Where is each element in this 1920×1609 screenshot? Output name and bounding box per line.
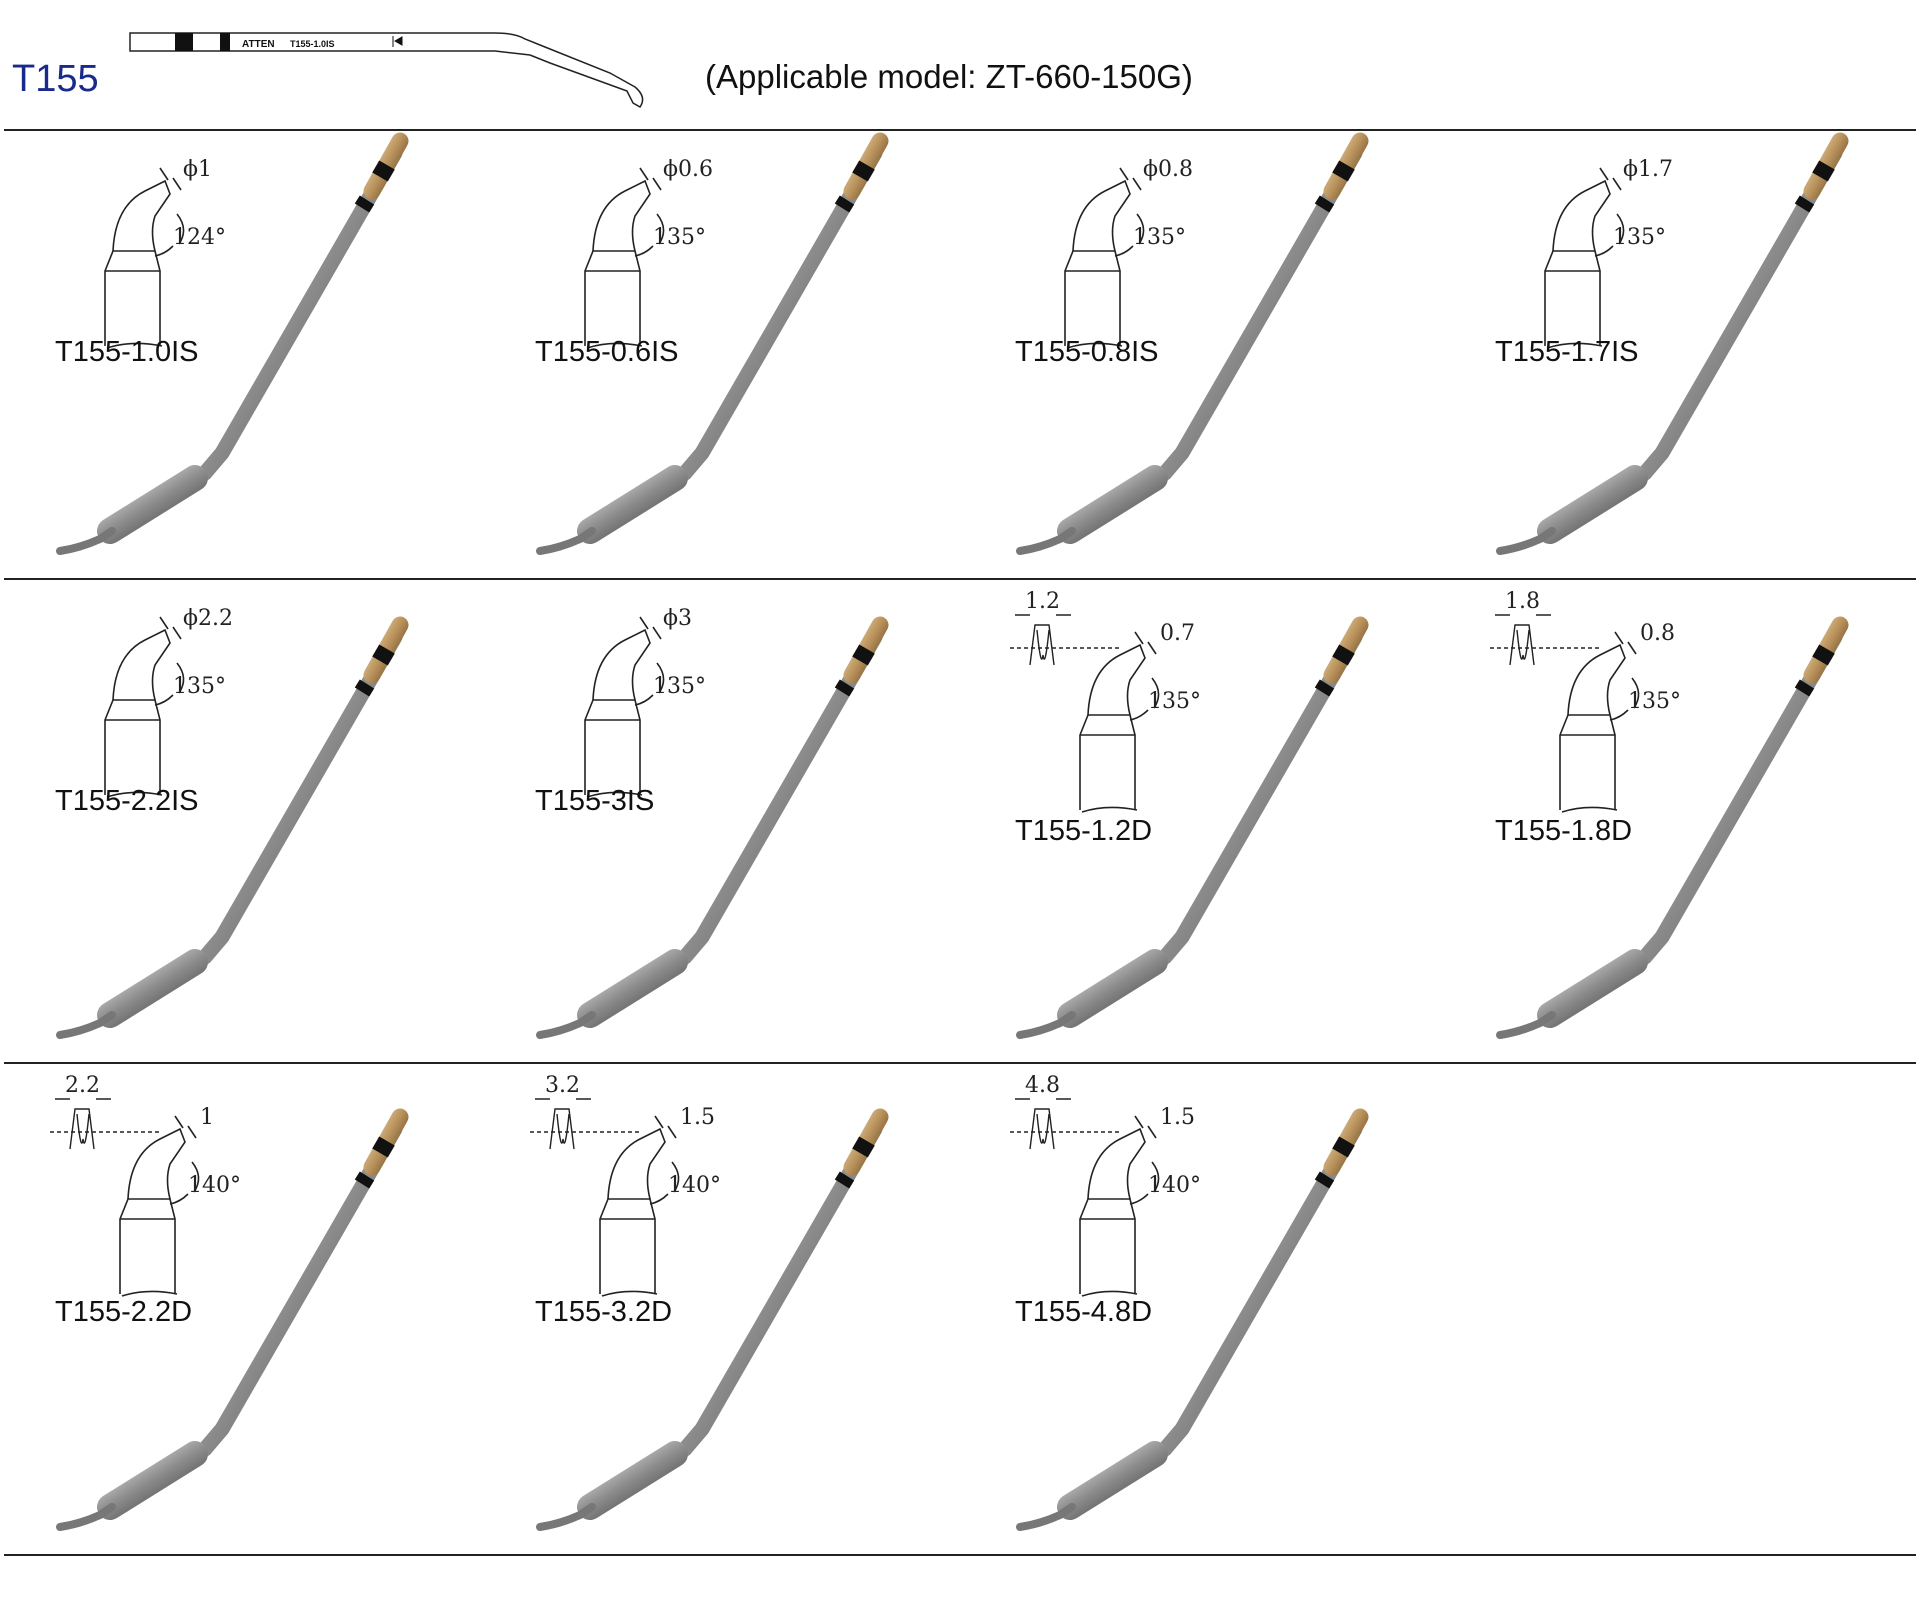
tip-card: 4.8 1.5 140° T155-4.8D <box>960 1064 1440 1554</box>
angle-label: 140° <box>668 1173 721 1198</box>
tip-model-name: T155-2.2IS <box>55 785 199 817</box>
thickness-label: 1.5 <box>680 1105 715 1130</box>
tip-card: ϕ1.7 135° T155-1.7IS <box>1440 131 1920 578</box>
angle-label: 135° <box>653 225 706 250</box>
width-detail <box>530 1098 640 1150</box>
tip-card: ϕ1 124° T155-1.0IS <box>0 131 480 578</box>
tip-card: 3.2 1.5 140° T155-3.2D <box>480 1064 960 1554</box>
angle-label: 140° <box>1148 1173 1201 1198</box>
angle-label: 135° <box>653 674 706 699</box>
tip-schematic <box>584 167 665 349</box>
diameter-label: ϕ0.8 <box>1143 157 1193 182</box>
tip-photo <box>1496 616 1849 1039</box>
drawing-brand: ATTEN <box>242 39 275 50</box>
width-detail <box>1010 1098 1120 1150</box>
tip-card: ϕ0.8 135° T155-0.8IS <box>960 131 1440 578</box>
angle-label: 135° <box>1133 225 1186 250</box>
divider <box>4 129 1916 131</box>
tip-photo <box>1496 132 1849 555</box>
width-detail <box>1010 614 1120 666</box>
divider <box>4 1062 1916 1064</box>
width-detail <box>1490 614 1600 666</box>
tip-schematic <box>584 616 665 798</box>
tip-schematic <box>104 616 185 798</box>
divider <box>4 578 1916 580</box>
tip-photo <box>536 616 889 1039</box>
tip-photo <box>56 132 409 555</box>
tip-schematic <box>1079 631 1160 813</box>
tip-card: 1.8 0.8 135° T155-1.8D <box>1440 580 1920 1062</box>
thickness-label: 1.5 <box>1160 1105 1195 1130</box>
angle-label: 135° <box>1148 689 1201 714</box>
width-label: 4.8 <box>1025 1073 1060 1098</box>
tip-model-name: T155-0.6IS <box>535 336 679 368</box>
thickness-label: 0.8 <box>1640 621 1675 646</box>
width-label: 3.2 <box>545 1073 580 1098</box>
tip-schematic <box>1544 167 1625 349</box>
tip-card: 1.2 0.7 135° T155-1.2D <box>960 580 1440 1062</box>
angle-label: 135° <box>1613 225 1666 250</box>
tip-model-name: T155-3.2D <box>535 1296 673 1328</box>
tip-model-name: T155-1.0IS <box>55 336 199 368</box>
tip-schematic <box>1079 1115 1160 1297</box>
tip-photo <box>1016 132 1369 555</box>
header-tip-drawing: ATTEN T155-1.0IS <box>129 32 644 108</box>
drawing-label: T155-1.0IS <box>290 39 335 49</box>
divider <box>4 1554 1916 1556</box>
tip-model-name: T155-2.2D <box>55 1296 193 1328</box>
width-label: 1.2 <box>1025 589 1060 614</box>
tip-photo <box>56 616 409 1039</box>
tip-photo <box>56 1108 409 1531</box>
tip-schematic <box>104 167 185 349</box>
thickness-label: 1 <box>200 1105 214 1130</box>
width-label: 2.2 <box>65 1073 100 1098</box>
tip-model-name: T155-1.7IS <box>1495 336 1639 368</box>
tip-schematic <box>119 1115 200 1297</box>
angle-label: 135° <box>1628 689 1681 714</box>
diameter-label: ϕ1.7 <box>1623 157 1673 182</box>
tip-card: 2.2 1 140° T155-2.2D <box>0 1064 480 1554</box>
angle-label: 135° <box>173 674 226 699</box>
tip-model-name: T155-0.8IS <box>1015 336 1159 368</box>
diameter-label: ϕ0.6 <box>663 157 713 182</box>
tip-model-name: T155-3IS <box>535 785 655 817</box>
tip-model-name: T155-4.8D <box>1015 1296 1153 1328</box>
diameter-label: ϕ2.2 <box>183 606 233 631</box>
tip-schematic <box>1559 631 1640 813</box>
tip-schematic <box>1064 167 1145 349</box>
applicable-model-note: (Applicable model: ZT-660-150G) <box>705 58 1193 95</box>
tip-card: ϕ0.6 135° T155-0.6IS <box>480 131 960 578</box>
tip-model-name: T155-1.2D <box>1015 815 1153 847</box>
tip-schematic <box>599 1115 680 1297</box>
width-label: 1.8 <box>1505 589 1540 614</box>
series-title: T155 <box>12 58 99 100</box>
tip-model-name: T155-1.8D <box>1495 815 1633 847</box>
tip-photo <box>1016 616 1369 1039</box>
width-detail <box>50 1098 160 1150</box>
diameter-label: ϕ3 <box>663 606 692 631</box>
tip-photo <box>536 1108 889 1531</box>
angle-label: 124° <box>173 225 226 250</box>
tip-card: ϕ3 135° T155-3IS <box>480 580 960 1062</box>
diameter-label: ϕ1 <box>183 157 212 182</box>
tip-card: ϕ2.2 135° T155-2.2IS <box>0 580 480 1062</box>
tip-photo <box>536 132 889 555</box>
thickness-label: 0.7 <box>1160 621 1195 646</box>
tip-photo <box>1016 1108 1369 1531</box>
angle-label: 140° <box>188 1173 241 1198</box>
